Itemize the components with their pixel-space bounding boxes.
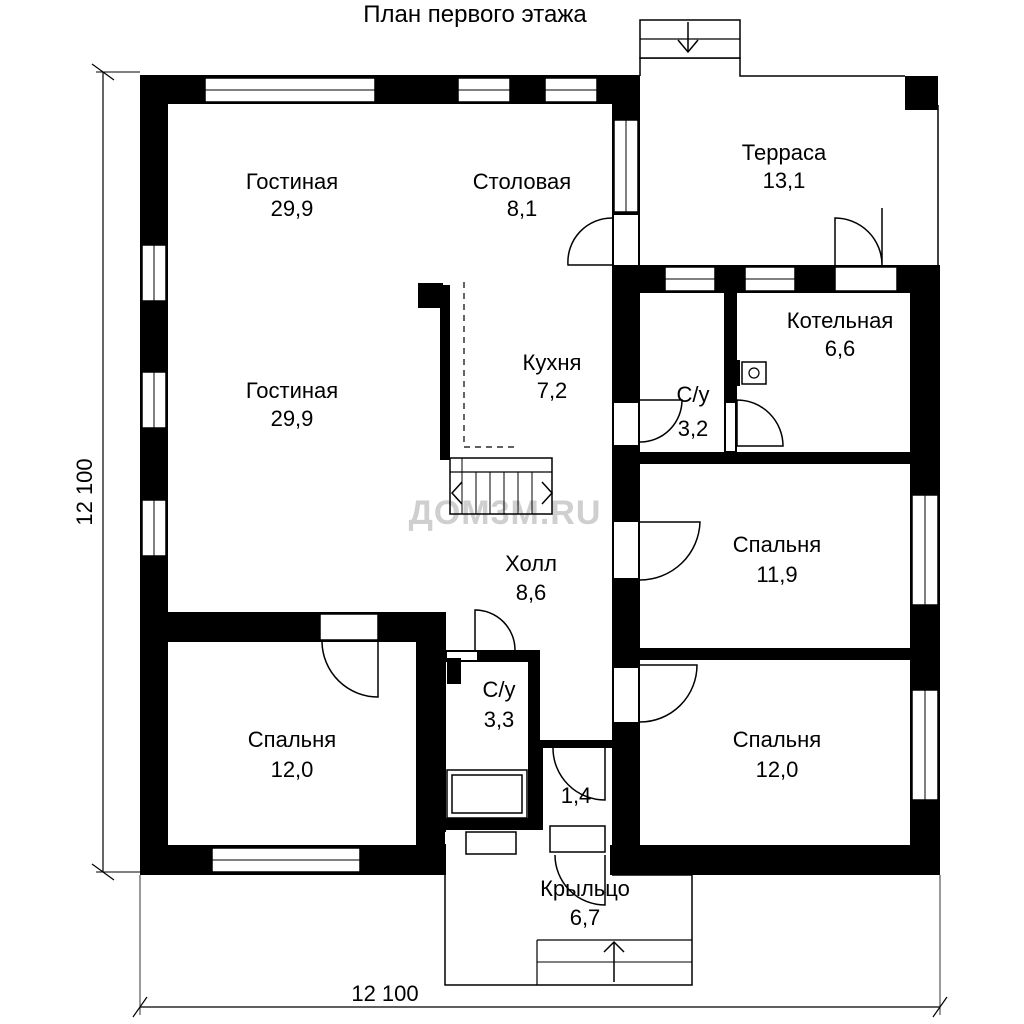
room-bath-right: С/у 3,2 (677, 382, 710, 441)
room-hall: Холл 8,6 (505, 551, 557, 605)
room-area: 3,2 (678, 416, 709, 441)
room-area: 1,4 (561, 783, 592, 808)
vent-shaft (447, 658, 461, 684)
room-area: 29,9 (271, 196, 314, 221)
room-name: Гостиная (246, 378, 338, 403)
porch (444, 874, 693, 986)
room-name: Спальня (248, 727, 336, 752)
room-bedroom-right-bottom: Спальня 12,0 (733, 727, 821, 782)
room-area: 6,6 (825, 336, 856, 361)
room-area: 6,7 (570, 905, 601, 930)
room-area: 12,0 (271, 757, 314, 782)
room-name: Терраса (742, 140, 827, 165)
room-living-top: Гостиная 29,9 (246, 169, 338, 221)
room-living-mid: Гостиная 29,9 (246, 378, 338, 431)
terrace-post (905, 76, 938, 110)
room-area: 8,1 (507, 196, 538, 221)
room-name: Столовая (473, 169, 571, 194)
room-area: 29,9 (271, 406, 314, 431)
terrace-outline (639, 19, 939, 265)
room-area: 8,6 (516, 580, 547, 605)
plan-title: План первого этажа (363, 1, 587, 28)
room-vestibule: 1,4 (561, 783, 592, 808)
staircase (449, 282, 554, 515)
watermark: ДОМ3М.RU (409, 494, 602, 532)
room-name: Гостиная (246, 169, 338, 194)
room-name: Крыльцо (540, 876, 630, 901)
room-name: С/у (483, 677, 516, 702)
width-dimension (132, 875, 948, 1018)
door-swings (321, 208, 883, 906)
room-area: 12,0 (756, 757, 799, 782)
room-bedroom-right-top: Спальня 11,9 (733, 532, 821, 587)
windows (141, 77, 939, 873)
boiler-unit (728, 360, 767, 386)
room-name: С/у (677, 382, 710, 407)
room-bath-center: С/у 3,3 (483, 677, 516, 732)
door-openings (445, 215, 735, 855)
room-dining: Столовая 8,1 (473, 169, 571, 221)
room-area: 11,9 (756, 562, 797, 587)
room-name: Кухня (523, 350, 582, 375)
room-terrace: Терраса 13,1 (742, 140, 827, 193)
room-name: Котельная (787, 308, 894, 333)
room-area: 13,1 (763, 168, 806, 193)
room-name: Холл (505, 551, 557, 576)
width-dimension-label: 12 100 (351, 981, 418, 1006)
room-name: Спальня (733, 532, 821, 557)
room-area: 3,3 (484, 707, 515, 732)
room-porch: Крыльцо 6,7 (540, 876, 630, 930)
room-bedroom-left: Спальня 12,0 (248, 727, 336, 782)
height-dimension (91, 63, 140, 881)
room-area: 7,2 (537, 378, 568, 403)
room-name: Спальня (733, 727, 821, 752)
room-kitchen: Кухня 7,2 (523, 350, 582, 403)
height-dimension-label: 12 100 (72, 458, 97, 525)
room-boiler: Котельная 6,6 (787, 308, 894, 361)
bathtub (446, 769, 528, 819)
walls (140, 75, 940, 875)
